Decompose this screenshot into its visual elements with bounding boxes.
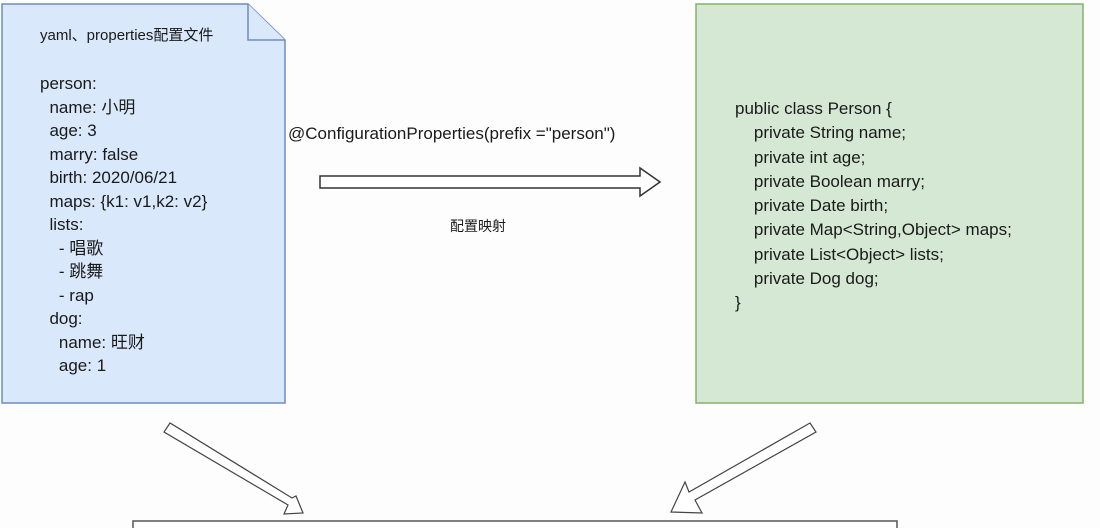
configuration-properties-annotation: @ConfigurationProperties(prefix ="person… (288, 124, 616, 143)
code-line: private int age; (735, 147, 866, 167)
result-box (132, 520, 898, 528)
yaml-document-shape (1, 3, 286, 404)
code-line: private String name; (735, 123, 907, 143)
right-arrow (319, 166, 662, 198)
down-right-arrow (163, 422, 304, 515)
code-line: person: (40, 74, 97, 93)
code-line: private Date birth; (735, 196, 889, 216)
yaml-content: person: name: 小明 age: 3 marry: false bir… (40, 72, 207, 378)
code-line: birth: 2020/06/21 (40, 168, 178, 187)
code-line: private Boolean marry; (735, 171, 925, 191)
code-line: maps: {k1: v1,k2: v2} (40, 191, 208, 211)
java-class-box (695, 3, 1084, 404)
mapping-label: 配置映射 (450, 218, 506, 234)
code-line: private Map<String,Object> maps; (735, 220, 1012, 240)
code-line: private List<Object> lists; (735, 244, 944, 264)
code-line: name: 旺财 (40, 332, 145, 352)
code-line: name: 小明 (40, 97, 136, 117)
code-line: - rap (40, 285, 94, 305)
code-line: marry: false (40, 144, 139, 164)
down-left-arrow (670, 422, 817, 514)
code-line: dog: (40, 309, 83, 328)
code-line: public class Person { (735, 99, 892, 118)
code-line: lists: (40, 215, 84, 234)
code-line: age: 1 (40, 356, 107, 375)
code-line: } (735, 293, 741, 313)
code-line: private Dog dog; (735, 269, 879, 289)
code-line: age: 3 (40, 121, 97, 140)
code-line: - 唱歌 (40, 238, 104, 258)
code-line: - 跳舞 (40, 262, 104, 281)
yaml-document-title: yaml、properties配置文件 (40, 27, 214, 44)
java-class-content: public class Person { private String nam… (735, 97, 1012, 316)
document-fold-corner (247, 4, 285, 41)
